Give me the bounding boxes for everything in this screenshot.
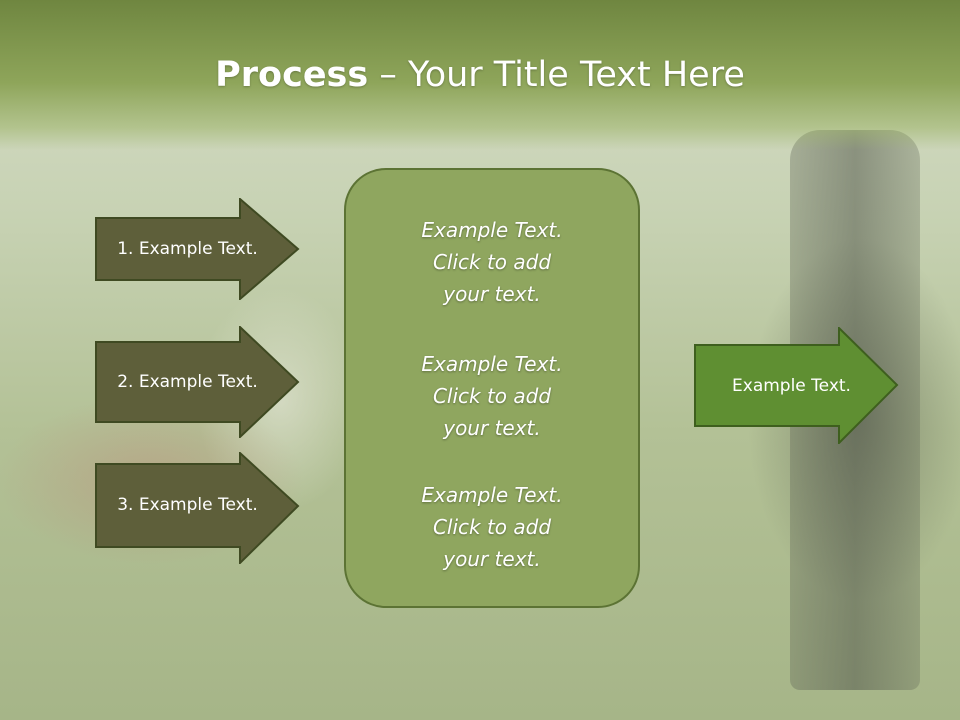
step-arrow-1[interactable]: 1. Example Text.	[95, 198, 300, 300]
step-arrow-3[interactable]: 3. Example Text.	[95, 452, 300, 564]
step-label-2: 2. Example Text.	[117, 372, 258, 392]
title-banner	[0, 0, 960, 150]
paragraph-line: Example Text.	[421, 352, 563, 376]
paragraph-line: Example Text.	[421, 483, 563, 507]
center-paragraph-3: Example Text. Click to add your text.	[346, 479, 638, 575]
step-label-1: 1. Example Text.	[117, 239, 258, 259]
arrow-shape	[95, 326, 300, 438]
arrow-shape	[95, 452, 300, 564]
arrow-shape	[694, 327, 899, 444]
paragraph-line: Click to add	[432, 384, 552, 408]
arrow-shape	[95, 198, 300, 300]
title-rest: – Your Title Text Here	[368, 55, 745, 95]
paragraph-line: your text.	[443, 547, 541, 571]
paragraph-line: your text.	[443, 416, 541, 440]
result-label: Example Text.	[732, 375, 851, 396]
step-label-3: 3. Example Text.	[117, 495, 258, 515]
title-bold: Process	[215, 55, 369, 95]
result-arrow[interactable]: Example Text.	[694, 327, 899, 444]
step-arrow-2[interactable]: 2. Example Text.	[95, 326, 300, 438]
paragraph-line: Example Text.	[421, 218, 563, 242]
paragraph-line: Click to add	[432, 250, 552, 274]
slide-title[interactable]: Process – Your Title Text Here	[0, 52, 960, 98]
center-text-box[interactable]: Example Text. Click to add your text. Ex…	[344, 168, 640, 608]
center-paragraph-2: Example Text. Click to add your text.	[346, 348, 638, 444]
center-paragraph-1: Example Text. Click to add your text.	[346, 214, 638, 310]
paragraph-line: your text.	[443, 282, 541, 306]
paragraph-line: Click to add	[432, 515, 552, 539]
